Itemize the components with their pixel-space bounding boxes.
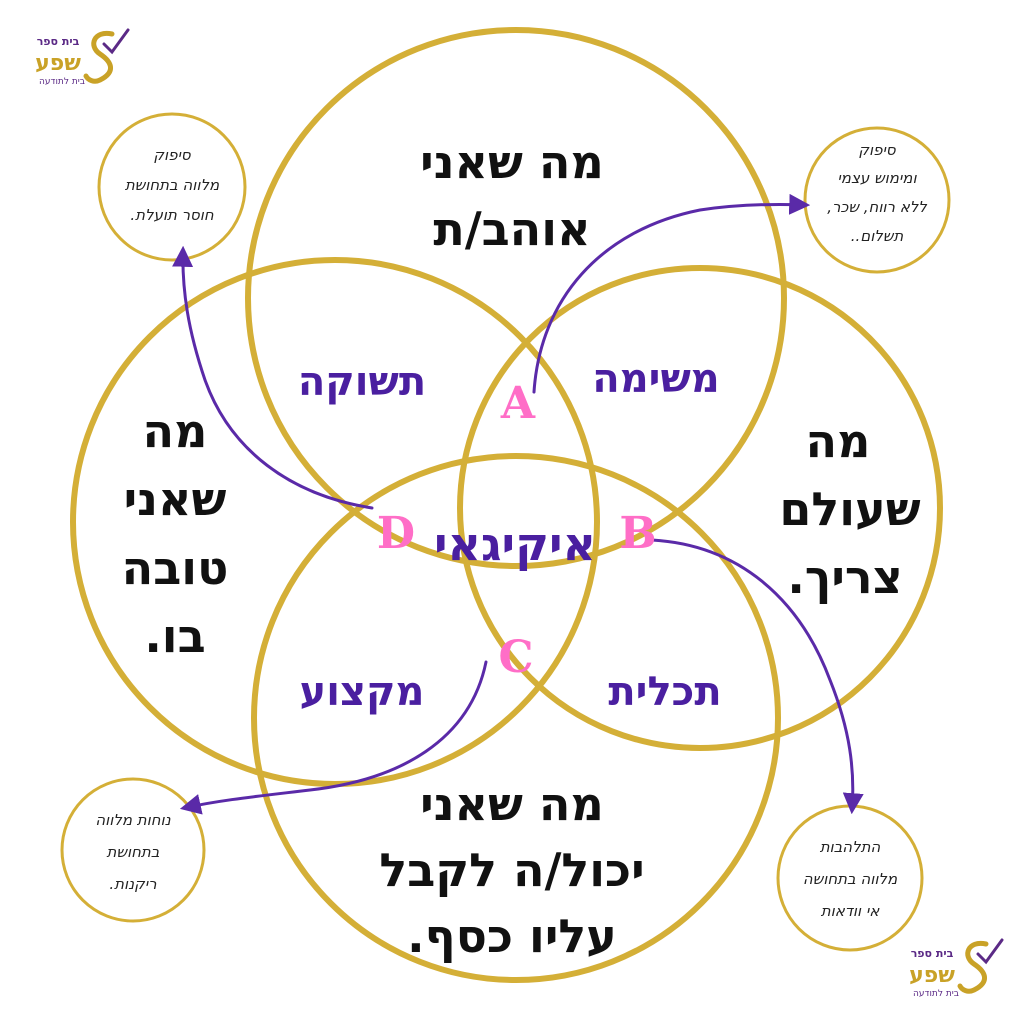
logo-bottom: בית ספר שפע בית לתודעה xyxy=(909,938,1004,999)
overlap-vocation: תכלית xyxy=(608,669,721,715)
label-need-line-2: שעולם xyxy=(779,482,920,536)
venn-circles xyxy=(70,27,943,983)
label-need-line-1: מה xyxy=(806,414,871,468)
circle-good xyxy=(70,257,600,787)
point-letters: A B C D xyxy=(377,378,657,683)
note-bottom-right-line-1: התלהבות xyxy=(820,838,881,856)
note-bottom-left-line-2: בתחושת xyxy=(107,843,160,861)
arrow-d-to-top-left xyxy=(172,245,374,510)
note-top-right-line-4: תשלום.. xyxy=(851,227,904,245)
overlap-profession: מקצוע xyxy=(300,669,425,715)
note-circle-bottom-left xyxy=(60,777,206,923)
label-paid-line-1: מה שאני xyxy=(420,777,604,831)
logo-top-brand-top: בית ספר xyxy=(37,35,80,48)
note-bottom-left-line-1: נוחות מלווה xyxy=(95,811,170,829)
s-check-logo-icon-bottom xyxy=(957,940,989,994)
logo-bottom-tagline: בית לתודעה xyxy=(913,989,959,999)
check-mark-icon xyxy=(102,28,130,55)
note-texts: סיפוק מלווה בתחושת חוסר תועלת. סיפוק ומי… xyxy=(95,141,927,920)
logo-top: בית ספר שפע בית לתודעה xyxy=(35,28,130,87)
center-ikigai-label: איקיגאי xyxy=(434,517,596,571)
note-circle-top-left xyxy=(97,112,247,262)
label-love-line-2: אוהב/ת xyxy=(433,202,590,256)
check-mark-icon-bottom xyxy=(976,938,1004,965)
note-top-left-line-3: חוסר תועלת. xyxy=(130,206,214,224)
label-good-line-2: שאני xyxy=(124,472,227,526)
arrow-b-to-bottom-right xyxy=(650,538,864,815)
note-top-right-line-1: סיפוק xyxy=(858,141,896,159)
label-need-line-3: צריך. xyxy=(787,550,902,604)
overlap-labels: תשוקה משימה תכלית מקצוע xyxy=(298,356,722,715)
note-bottom-right-line-3: אי וודאות xyxy=(821,902,880,920)
note-bottom-right-line-2: מלווה בתחושה xyxy=(803,870,898,888)
letter-b: B xyxy=(619,508,656,559)
overlap-passion: תשוקה xyxy=(298,359,426,405)
label-paid-line-3: עליו כסף. xyxy=(407,909,617,963)
logo-top-brand-name: שפע xyxy=(35,51,81,76)
logo-top-tagline: בית לתודעה xyxy=(39,77,85,87)
note-circles xyxy=(60,112,951,952)
circle-paid xyxy=(251,453,781,983)
letter-a: A xyxy=(500,378,536,429)
letter-c: C xyxy=(498,632,533,683)
label-love-line-1: מה שאני xyxy=(420,135,604,189)
letter-d: D xyxy=(377,508,415,559)
s-check-logo-icon xyxy=(83,30,115,84)
arrow-a-to-top-right xyxy=(532,193,811,394)
circle-labels: מה שאני אוהב/ת מה שעולם צריך. מה שאני יכ… xyxy=(122,135,921,963)
label-paid-line-2: יכול/ה לקבל xyxy=(379,843,644,897)
note-top-left-line-2: מלווה בתחושת xyxy=(125,176,220,194)
note-top-left-line-1: סיפוק xyxy=(153,146,191,164)
logo-bottom-brand-name: שפע xyxy=(909,963,955,988)
label-good-line-1: מה xyxy=(143,404,208,458)
arrows xyxy=(172,193,864,815)
circle-love xyxy=(245,27,787,569)
overlap-mission: משימה xyxy=(592,356,719,402)
note-top-right-line-3: ללא רווח, שכר, xyxy=(827,198,927,216)
label-good-line-4: בו. xyxy=(144,609,205,663)
note-top-right-line-2: ומימוש עצמי xyxy=(837,169,917,187)
logo-bottom-brand-top: בית ספר xyxy=(911,947,954,960)
label-good-line-3: טובה xyxy=(122,541,229,595)
circle-need xyxy=(457,265,943,751)
arrow-c-to-bottom-left xyxy=(179,660,488,815)
note-bottom-left-line-3: ריקנות. xyxy=(109,875,157,893)
